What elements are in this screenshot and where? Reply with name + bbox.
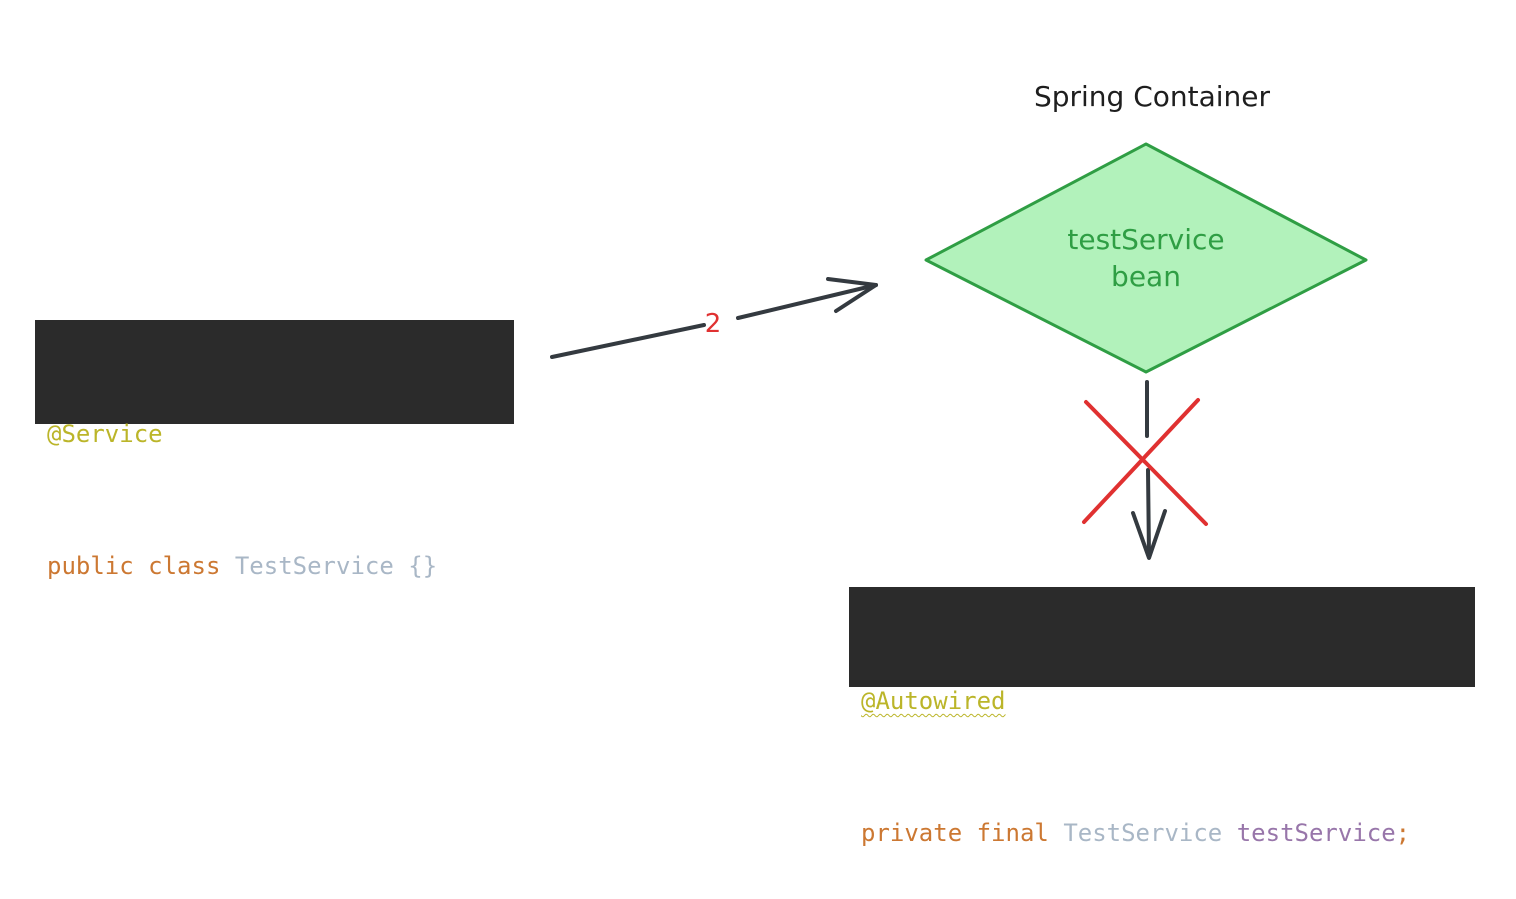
registration-arrow-shaft-left [550,323,706,359]
registration-arrowhead [826,277,878,313]
registration-arrow-shaft-right [736,283,878,320]
injection-arrowhead [1131,509,1167,560]
code-line-class-declaration: public class TestService {} [47,544,502,588]
code-line-annotation: @Service [47,412,502,456]
keyword-class: class [148,552,221,580]
code-line-field-declaration: private final TestService testService; [861,811,1463,855]
service-annotation: @Service [47,420,163,448]
step-number-label: 2 [705,309,722,339]
registration-arrow: 2 [550,277,878,359]
keyword-private: private [861,819,963,847]
class-name: TestService [234,552,394,580]
autowired-field-code: @Autowired private final TestService tes… [849,587,1475,847]
container-title: Spring Container [1034,80,1271,113]
service-class-code: @Service public class TestService {} [35,320,514,580]
injection-arrow-shaft-bottom [1146,468,1151,558]
keyword-final: final [976,819,1049,847]
code-line-annotation: @Autowired [861,679,1463,723]
bean-label-name: testService [1067,223,1224,256]
keyword-public: public [47,552,134,580]
class-body: {} [408,552,438,580]
autowired-annotation: @Autowired [861,687,1006,715]
bean-diamond [924,142,1368,374]
blocked-cross-icon [1082,398,1208,526]
semicolon: ; [1395,819,1411,847]
field-type: TestService [1063,819,1223,847]
injection-arrow [1131,380,1167,560]
field-name: testService [1236,819,1396,847]
bean-label-type: bean [1111,260,1181,293]
diagram-canvas: Spring Container testService bean 2 [550,80,1368,560]
